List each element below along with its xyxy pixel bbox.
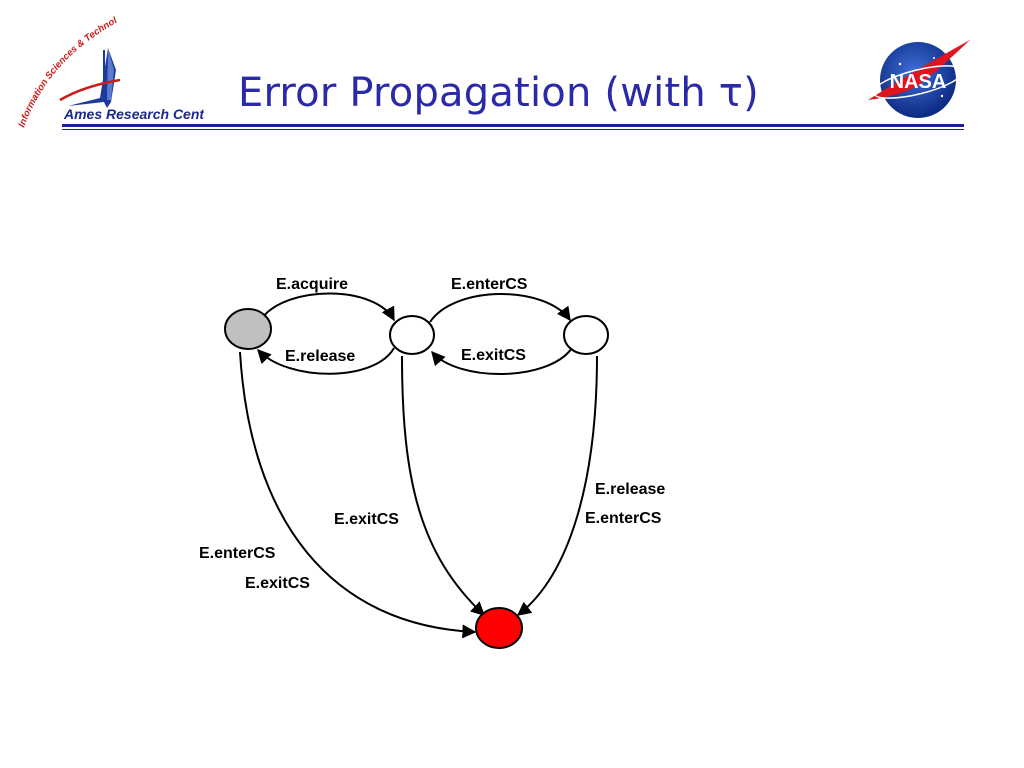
header-rule	[62, 124, 964, 127]
edge-exit-cs	[431, 347, 573, 375]
error-state	[475, 607, 523, 649]
edge-enter-cs	[429, 293, 571, 323]
ames-rocket-logo-icon: Information Sciences & Technology Ames R…	[4, 2, 219, 129]
label-release: E.release	[285, 348, 355, 365]
edge-initial-to-error	[239, 351, 477, 639]
label-initial-error-exit: E.exitCS	[245, 575, 310, 592]
nasa-meatball-logo-icon: NASA	[868, 40, 970, 118]
edge-release	[257, 347, 395, 375]
label-s1-error: E.exitCS	[334, 511, 399, 528]
label-initial-error-enter: E.enterCS	[199, 545, 276, 562]
nasa-logo: NASA	[862, 34, 974, 126]
label-enter-cs: E.enterCS	[451, 276, 528, 293]
ames-research-center-logo: Information Sciences & Technology Ames R…	[4, 2, 219, 135]
state-s1	[389, 315, 435, 355]
state-s2	[563, 315, 609, 355]
edge-acquire	[261, 292, 395, 322]
initial-state	[224, 308, 272, 350]
header-rule-thin	[62, 129, 964, 130]
slide-title: Error Propagation (with τ)	[238, 70, 759, 116]
label-exit-cs: E.exitCS	[461, 347, 526, 364]
edge-s1-to-error	[401, 355, 486, 616]
label-acquire: E.acquire	[276, 276, 348, 293]
label-s2-error-release: E.release	[595, 481, 665, 498]
edge-s2-to-error	[516, 355, 598, 616]
ames-name: Ames Research Center	[63, 106, 204, 122]
label-s2-error-enter: E.enterCS	[585, 510, 662, 527]
nasa-name: NASA	[890, 71, 947, 93]
